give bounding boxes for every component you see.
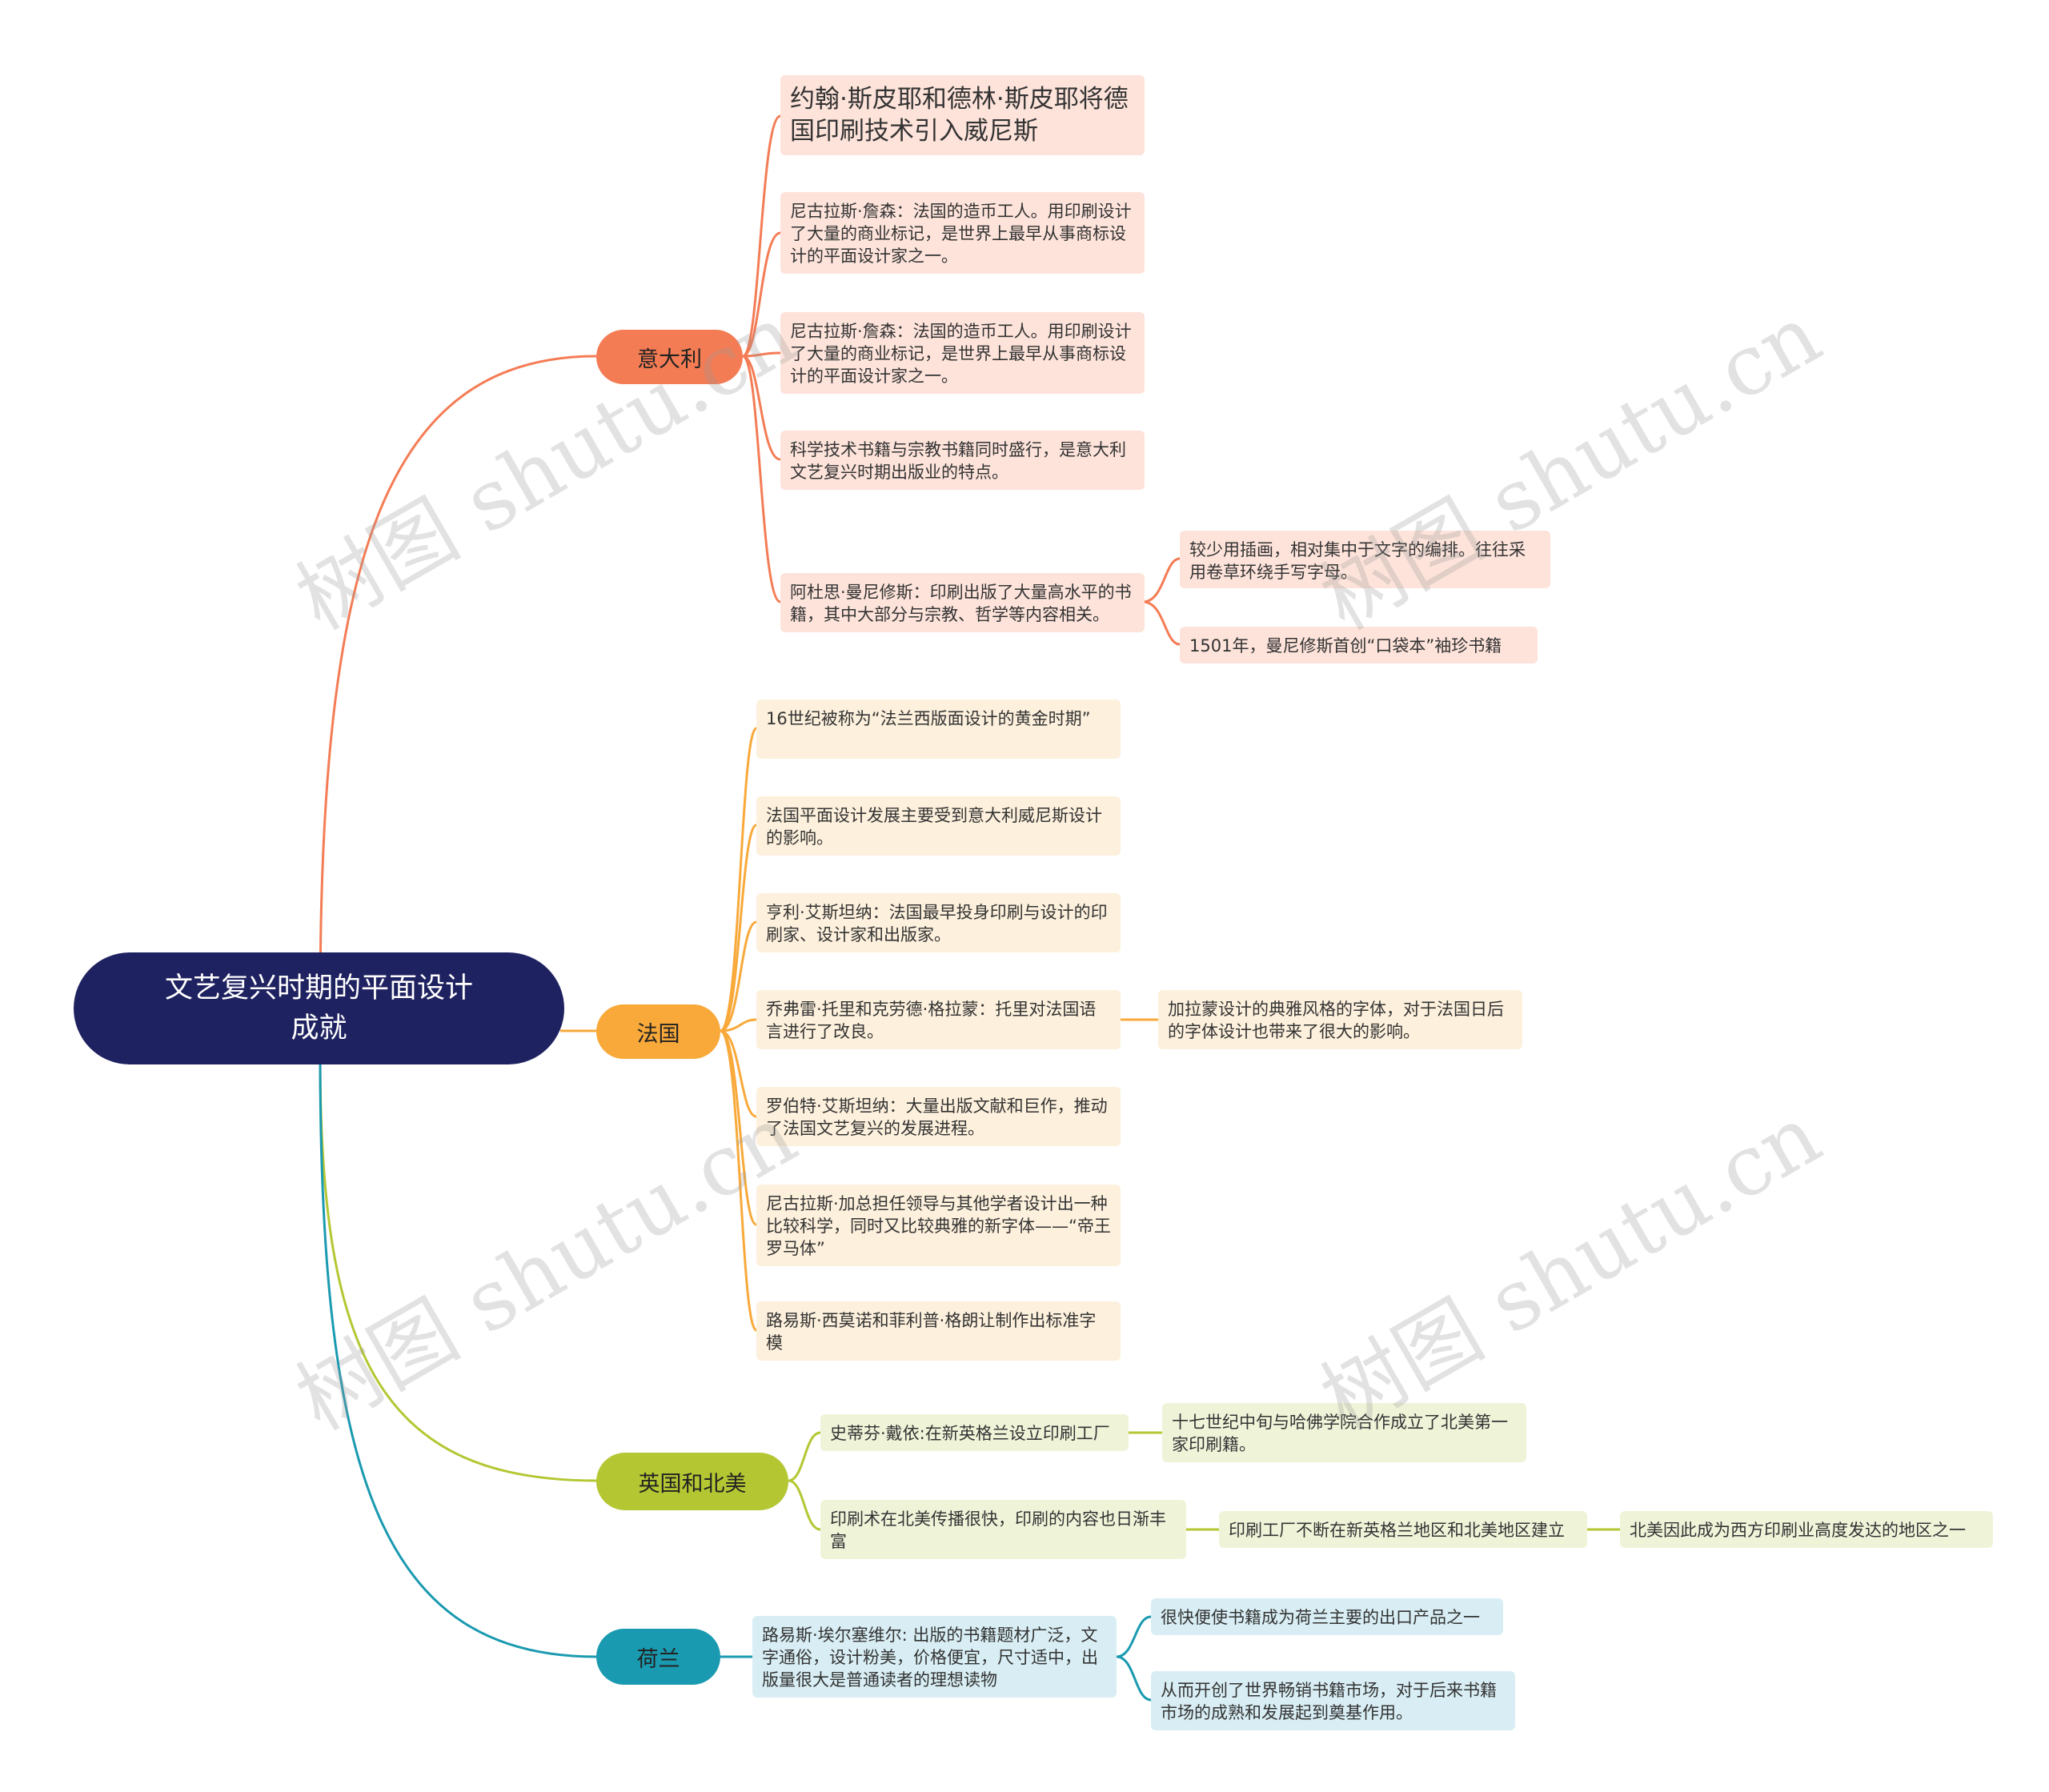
topic-france-5[interactable]: 罗伯特·艾斯坦纳：大量出版文献和巨作，推动了法国文艺复兴的发展进程。 [756, 1087, 1121, 1146]
link-root-italy [319, 355, 597, 1005]
branch-france-label: 法国 [636, 1021, 680, 1047]
topic-france-2[interactable]: 法国平面设计发展主要受到意大利威尼斯设计的影响。 [756, 796, 1121, 856]
branch-netherlands-label: 荷兰 [636, 1646, 680, 1672]
topic-france-4[interactable]: 乔弗雷·托里和克劳德·格拉蒙：托里对法国语言进行了改良。 [756, 990, 1121, 1049]
topic-france-1[interactable]: 16世纪被称为“法兰西版面设计的黄金时期” [756, 700, 1121, 759]
branch-italy-label: 意大利 [637, 347, 702, 372]
root-topic-label: 文艺复兴时期的平面设计 成就 [164, 972, 473, 1044]
topic-france-3[interactable]: 亨利·艾斯坦纳：法国最早投身印刷与设计的印刷家、设计家和出版家。 [756, 893, 1121, 952]
subtopic-italy-5b[interactable]: 1501年，曼尼修斯首创“口袋本”袖珍书籍 [1180, 627, 1538, 663]
topic-italy-5[interactable]: 阿杜思·曼尼修斯：印刷出版了大量高水平的书籍，其中大部分与宗教、哲学等内容相关。 [780, 573, 1145, 632]
topic-england-2[interactable]: 印刷术在北美传播很快，印刷的内容也日渐丰富 [820, 1500, 1186, 1559]
topic-france-7[interactable]: 路易斯·西莫诺和菲利普·格朗让制作出标准字模 [756, 1301, 1121, 1361]
link-root-england [319, 1056, 597, 1482]
subtopic-england-1a[interactable]: 十七世纪中旬与哈佛学院合作成立了北美第一家印刷籍。 [1162, 1403, 1526, 1462]
branch-france[interactable]: 法国 [596, 1004, 720, 1059]
subtopic-england-2b[interactable]: 北美因此成为西方印刷业高度发达的地区之一 [1620, 1511, 1993, 1548]
branch-italy[interactable]: 意大利 [596, 330, 743, 384]
topic-italy-3[interactable]: 尼古拉斯·詹森：法国的造币工人。用印刷设计了大量的商业标记，是世界上最早从事商标… [780, 312, 1145, 394]
topic-france-6[interactable]: 尼古拉斯·加总担任领导与其他学者设计出一种比较科学，同时又比较典雅的新字体——“… [756, 1185, 1121, 1266]
topic-england-1[interactable]: 史蒂芬·戴依:在新英格兰设立印刷工厂 [820, 1414, 1129, 1451]
subtopic-netherlands-1a[interactable]: 很快便使书籍成为荷兰主要的出口产品之一 [1151, 1598, 1503, 1635]
subtopic-italy-5a[interactable]: 较少用插画，相对集中于文字的编排。往往采用卷草环绕手写字母。 [1180, 531, 1550, 588]
topic-netherlands-1[interactable]: 路易斯·埃尔塞维尔: 出版的书籍题材广泛，文字通俗，设计粉美，价格便宜，尺寸适中… [752, 1616, 1117, 1698]
branch-netherlands[interactable]: 荷兰 [596, 1629, 720, 1685]
topic-italy-1[interactable]: 约翰·斯皮耶和德林·斯皮耶将德国印刷技术引入威尼斯 [780, 75, 1145, 155]
branch-england-north-america[interactable]: 英国和北美 [596, 1453, 788, 1510]
branch-england-label: 英国和北美 [638, 1471, 747, 1497]
topic-italy-4[interactable]: 科学技术书籍与宗教书籍同时盛行，是意大利文艺复兴时期出版业的特点。 [780, 431, 1145, 490]
link-root-netherlands [319, 1056, 597, 1658]
subtopic-netherlands-1b[interactable]: 从而开创了世界畅销书籍市场，对于后来书籍市场的成熟和发展起到奠基作用。 [1151, 1671, 1515, 1730]
topic-italy-2[interactable]: 尼古拉斯·詹森：法国的造币工人。用印刷设计了大量的商业标记，是世界上最早从事商标… [780, 192, 1145, 274]
root-topic[interactable]: 文艺复兴时期的平面设计 成就 [74, 952, 564, 1064]
subtopic-england-2a[interactable]: 印刷工厂不断在新英格兰地区和北美地区建立 [1219, 1511, 1587, 1548]
subtopic-france-4a[interactable]: 加拉蒙设计的典雅风格的字体，对于法国日后的字体设计也带来了很大的影响。 [1158, 990, 1522, 1049]
